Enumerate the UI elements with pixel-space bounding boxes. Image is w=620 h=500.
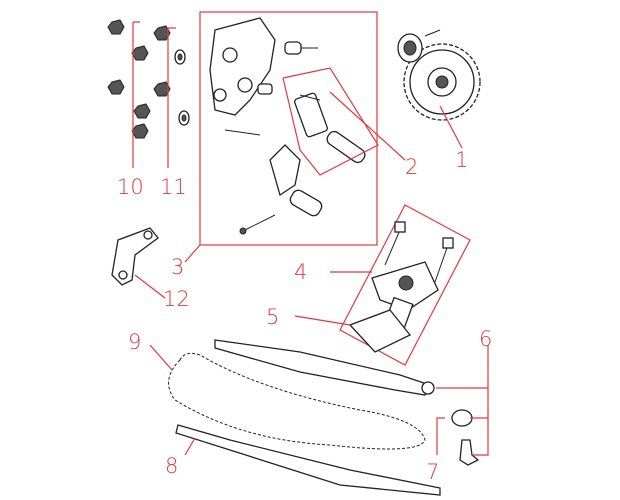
callout-7: 7 <box>426 460 439 484</box>
callout-3: 3 <box>171 255 184 279</box>
tensioner-box <box>339 204 471 366</box>
callout-5: 5 <box>266 305 279 329</box>
chain-guide-drawing <box>175 424 441 496</box>
tensioner-drawing <box>348 221 454 353</box>
rocker-assembly-box <box>199 11 378 246</box>
callout-12: 12 <box>163 287 190 311</box>
washers-group <box>174 49 190 126</box>
callout-9: 9 <box>128 330 141 354</box>
callout-4: 4 <box>294 260 307 284</box>
rocker-assembly-drawing <box>209 17 366 235</box>
timing-chain-drawing <box>168 352 426 450</box>
callout-11: 11 <box>160 175 187 199</box>
callout-10: 10 <box>117 175 144 199</box>
nuts-group <box>107 19 171 139</box>
callout-2: 2 <box>405 155 418 179</box>
callout-1: 1 <box>455 148 468 172</box>
callout-6: 6 <box>479 327 492 351</box>
callout-8: 8 <box>165 454 178 478</box>
cam-sprocket-drawing <box>397 29 481 121</box>
tensioner-guide-drawing <box>214 339 431 396</box>
